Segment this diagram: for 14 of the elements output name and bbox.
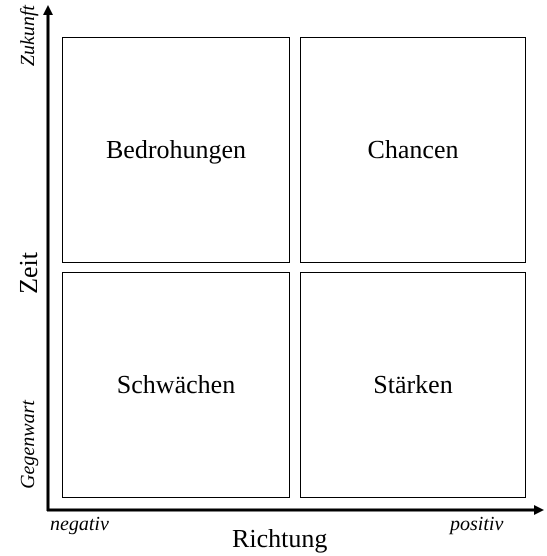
quadrant-box: [62, 37, 290, 263]
quadrant-box: [300, 272, 526, 498]
axis-end-label: Zukunft: [18, 5, 38, 66]
axis-end-label: positiv: [450, 514, 504, 534]
axis-end-label: Gegenwart: [18, 400, 38, 489]
axis-title: Richtung: [232, 526, 328, 552]
quadrant-box: [300, 37, 526, 263]
quadrant-title: Stärken: [373, 370, 453, 400]
quadrant-box: [62, 272, 290, 498]
quadrant-title: Bedrohungen: [106, 135, 246, 165]
quadrant-title: Chancen: [368, 135, 458, 165]
axis-title: Zeit: [16, 252, 42, 294]
quadrant-title: Schwächen: [116, 370, 236, 400]
axis-end-label: negativ: [50, 514, 109, 534]
